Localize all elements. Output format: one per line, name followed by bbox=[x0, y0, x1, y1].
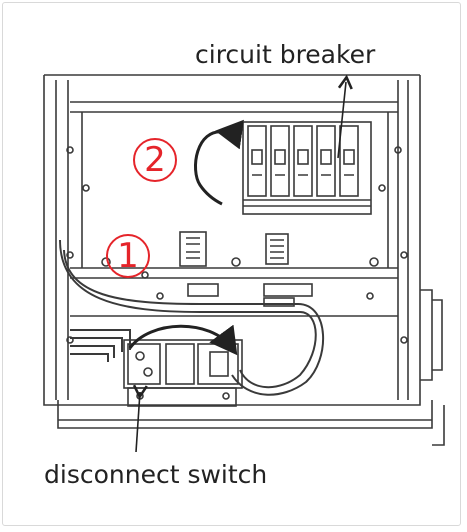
disconnect-switch bbox=[123, 339, 243, 407]
step-2-marker: 2 bbox=[133, 138, 177, 182]
step-1-marker: 1 bbox=[106, 234, 150, 278]
curved-arrow-icon bbox=[193, 119, 244, 206]
terminal-labels bbox=[179, 231, 289, 267]
cabinet-base bbox=[57, 400, 445, 446]
mounting-panel bbox=[70, 111, 398, 279]
disconnect-switch-label: disconnect switch bbox=[44, 460, 268, 489]
arrow-icon bbox=[337, 74, 353, 159]
image-frame bbox=[2, 2, 461, 526]
circuit-breaker bbox=[242, 121, 372, 215]
circuit-breaker-label: circuit breaker bbox=[195, 40, 376, 69]
curved-arrow-icon bbox=[128, 324, 238, 356]
arrow-icon bbox=[132, 384, 148, 453]
din-rail bbox=[70, 277, 398, 317]
